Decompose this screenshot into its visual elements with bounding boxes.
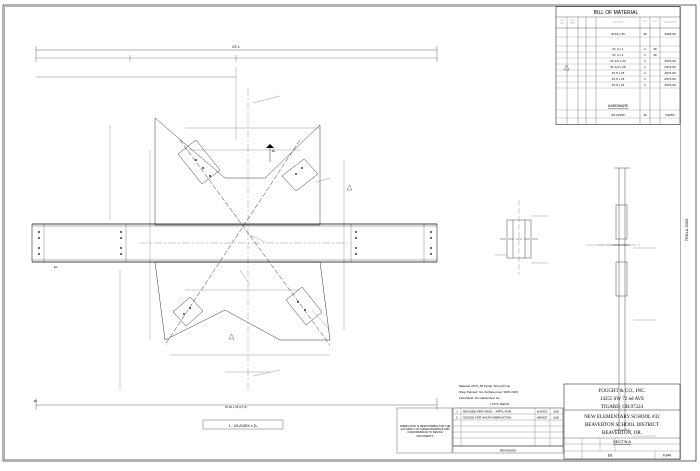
note-line-1: Material: A572_50 Finish: Shop Primer [459, 384, 510, 388]
vertical-stamp: TEKLA 2003 [684, 218, 689, 241]
main-elevation [31, 46, 438, 410]
member-label: 1 - 3/4 A325X x 2L [229, 424, 258, 428]
note-line-3: Field Weld: No Galvanized: No [459, 396, 500, 400]
bom-hardware-grade: A325X [665, 113, 674, 117]
revision-0-date: 8/06/03 [537, 416, 547, 420]
bom-row-1-qty: 30 [643, 32, 647, 36]
project-name: NEW ELEMENTARY SCHOOL #32 [584, 415, 660, 420]
disclaimer-box [396, 407, 453, 454]
revision-1-desc: REVISED PER ARCH. - APP'L FOR [463, 410, 512, 414]
section-a-title: SECT'N A [613, 439, 631, 444]
bom-hardware-item: 3/4 A325X [611, 113, 625, 117]
project-location: BEAVERTON, OR. [602, 431, 642, 436]
bom-row-8-qty: 1 [644, 83, 646, 87]
elevation-left-mark: EL [34, 399, 38, 403]
note-line-2: Shop Painted: Yes Surface prep: SSPC-SP2 [459, 390, 518, 394]
revisions-header: REVISIONS [500, 449, 516, 453]
revisions-table: 1 REVISED PER ARCH. - APP'L FOR 8/19/03 … [452, 407, 564, 454]
bom-row-5-grade: A572-50 [664, 65, 676, 69]
bom-row-6-item: PL 5 x 18 [612, 71, 625, 75]
sheet-border [2, 4, 697, 462]
sheet-number: E8 [608, 454, 612, 458]
bom-row-4-grade: A572-50 [664, 59, 676, 63]
bom-row-1-grade: A992-50 [664, 32, 676, 36]
bom-row-7-qty: 1 [644, 77, 646, 81]
bom-row-3-item: PL 4 x 1 [613, 53, 624, 57]
sheet-inner-border [4, 6, 681, 460]
revision-1-date: 8/19/03 [537, 410, 547, 414]
bom-row-2-qty: 1 [644, 47, 646, 51]
bom-row-5-item: PL 1/2 x 28 [610, 65, 625, 69]
section-a-view [586, 167, 656, 437]
revision-0-by: JLW [553, 416, 559, 420]
company-city: TIGARD, OR.97224 [601, 405, 644, 410]
bom-row-2-item: PL 4 x 1 [613, 47, 624, 51]
beam-mark-label: W 18 x 35 (LT 0) [225, 405, 247, 409]
disclaimer-text: FABRICATOR IS RESPONSIBLE FOR THE ACCURA… [399, 425, 451, 438]
bom-row-4-item: PL 1/2 x 24 [610, 59, 625, 63]
connection-side-view [495, 200, 548, 275]
company-name: FOUGHT & CO., INC. [598, 389, 645, 394]
company-address: 14255 SW 72 nd AVE [600, 397, 644, 402]
bom-row-8-grade: A572-50 [664, 83, 676, 87]
bolt-holes [38, 159, 432, 315]
bom-row-1-item: W 18 x 35 [611, 32, 625, 36]
section-cut-marker: A [266, 144, 275, 162]
bom-hardware-qty: 30 [643, 113, 647, 117]
revision-0-no: 0 [456, 416, 458, 420]
member-label-box [202, 419, 284, 430]
bom-row-7-grade: A572-50 [664, 77, 676, 81]
bill-of-material: BILL OF MATERIAL [555, 6, 681, 125]
page-number: F344 [663, 454, 671, 458]
revision-1-by: JLW [553, 410, 559, 414]
bom-row-3-grade: 36 [653, 53, 657, 57]
note-line-4: 1 PCS. REQ'D. [490, 402, 511, 406]
bom-title: BILL OF MATERIAL [594, 10, 639, 16]
elevation-right-mark: EL [54, 265, 58, 269]
bom-row-2-grade: 36 [653, 47, 657, 51]
project-district: BEAVERTON SCHOOL DISTRICT [585, 423, 659, 428]
bom-row-6-qty: 1 [644, 71, 646, 75]
title-block: FOUGHT & CO., INC. 14255 SW 72 nd AVE TI… [563, 383, 681, 460]
bom-row-7-item: PL 6 x 18 [612, 77, 625, 81]
overall-dimension: 23'-1 [232, 45, 240, 49]
paint-notes: Material: A572_50 Finish: Shop Primer Sh… [459, 384, 518, 406]
revision-triangle-icon [228, 64, 570, 340]
revision-1-no: 1 [456, 410, 458, 414]
bom-row-8-item: PL 9 x 18 [612, 83, 625, 87]
bom-row-5-qty: 1 [644, 65, 646, 69]
bom-row-3-qty: 1 [644, 53, 646, 57]
revision-0-desc: ISSUED FOR SHOP FABRICATION [463, 416, 511, 420]
bom-hardware-label: HARDWARE [608, 104, 629, 108]
section-cut-letter: A [272, 148, 275, 153]
bom-row-4-qty: 1 [644, 59, 646, 63]
bom-row-6-grade: A572-50 [664, 71, 676, 75]
